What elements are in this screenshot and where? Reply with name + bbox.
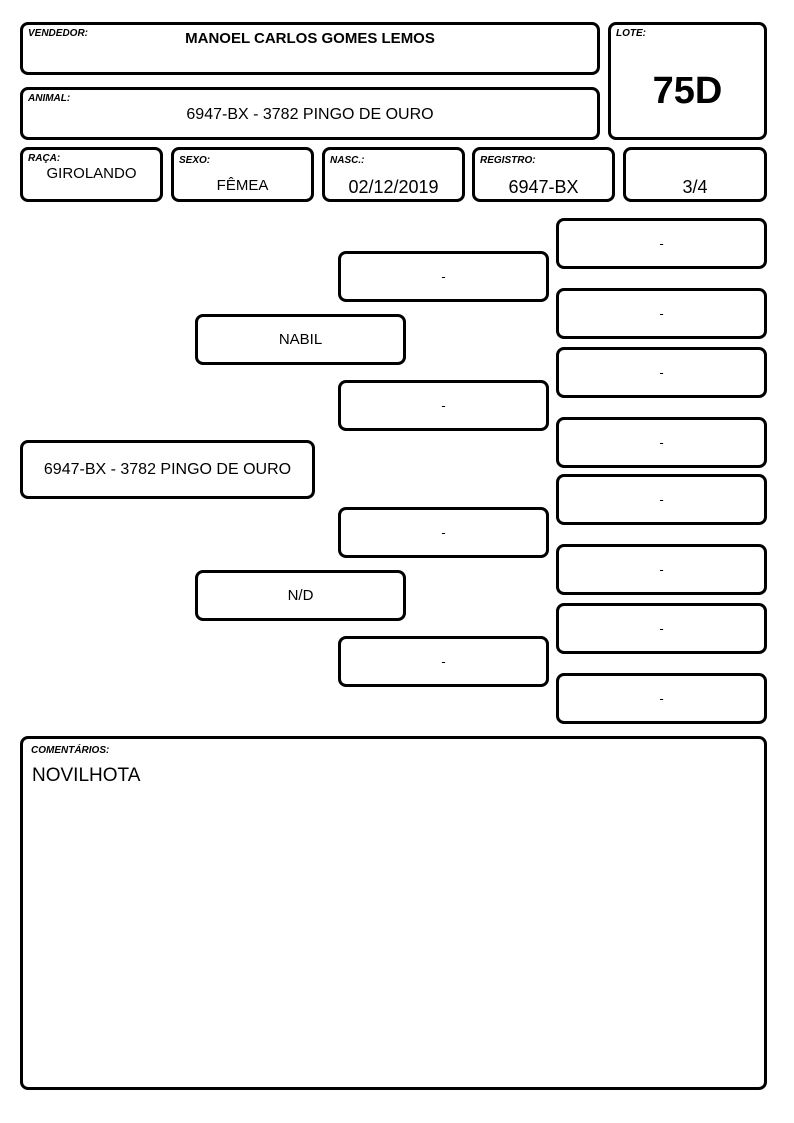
- animal-label: ANIMAL:: [28, 93, 71, 104]
- pedigree-bisavo-2: -: [556, 288, 767, 339]
- raca-box: RAÇA: GIROLANDO: [20, 147, 163, 202]
- animal-value: 6947-BX - 3782 PINGO DE OURO: [186, 106, 434, 123]
- pedigree-avo-1: -: [338, 251, 549, 302]
- pedigree-bisavo-6: -: [556, 544, 767, 595]
- vendedor-label: VENDEDOR:: [28, 28, 89, 39]
- pedigree-bisavo-3: -: [556, 347, 767, 398]
- raca-value: GIROLANDO: [46, 165, 137, 182]
- sexo-value: FÊMEA: [216, 177, 269, 194]
- nasc-label: NASC.:: [330, 155, 365, 166]
- registro-box: REGISTRO: 6947-BX: [472, 147, 615, 202]
- lote-label: LOTE:: [616, 28, 646, 39]
- pedigree-mae: N/D: [195, 570, 406, 621]
- nasc-value: 02/12/2019: [348, 177, 439, 197]
- pedigree-avo-2: -: [338, 380, 549, 431]
- pedigree-bisavo-4: -: [556, 417, 767, 468]
- pedigree-avo-4: -: [338, 636, 549, 687]
- pedigree-animal: 6947-BX - 3782 PINGO DE OURO: [20, 440, 315, 499]
- pedigree-bisavo-8: -: [556, 673, 767, 724]
- animal-box: ANIMAL: 6947-BX - 3782 PINGO DE OURO: [20, 87, 600, 140]
- lote-box: LOTE: 75D: [608, 22, 767, 140]
- vendedor-value: MANOEL CARLOS GOMES LEMOS: [185, 30, 435, 47]
- pedigree-bisavo-1: -: [556, 218, 767, 269]
- sexo-box: SEXO: FÊMEA: [171, 147, 314, 202]
- registro-label: REGISTRO:: [480, 155, 536, 166]
- pedigree-bisavo-7: -: [556, 603, 767, 654]
- nasc-box: NASC.: 02/12/2019: [322, 147, 465, 202]
- pedigree-bisavo-5: -: [556, 474, 767, 525]
- sexo-label: SEXO:: [179, 155, 211, 166]
- comentarios-label: COMENTÁRIOS:: [31, 745, 110, 756]
- pedigree-pai: NABIL: [195, 314, 406, 365]
- grau-box: 3/4: [623, 147, 767, 202]
- grau-value: 3/4: [682, 177, 708, 197]
- vendedor-box: VENDEDOR: MANOEL CARLOS GOMES LEMOS: [20, 22, 600, 75]
- raca-label: RAÇA:: [28, 153, 61, 164]
- lote-value: 75D: [652, 70, 723, 112]
- comentarios-value: NOVILHOTA: [32, 765, 141, 786]
- pedigree-avo-3: -: [338, 507, 549, 558]
- registro-value: 6947-BX: [508, 177, 579, 197]
- comentarios-box: COMENTÁRIOS: NOVILHOTA: [20, 736, 767, 1090]
